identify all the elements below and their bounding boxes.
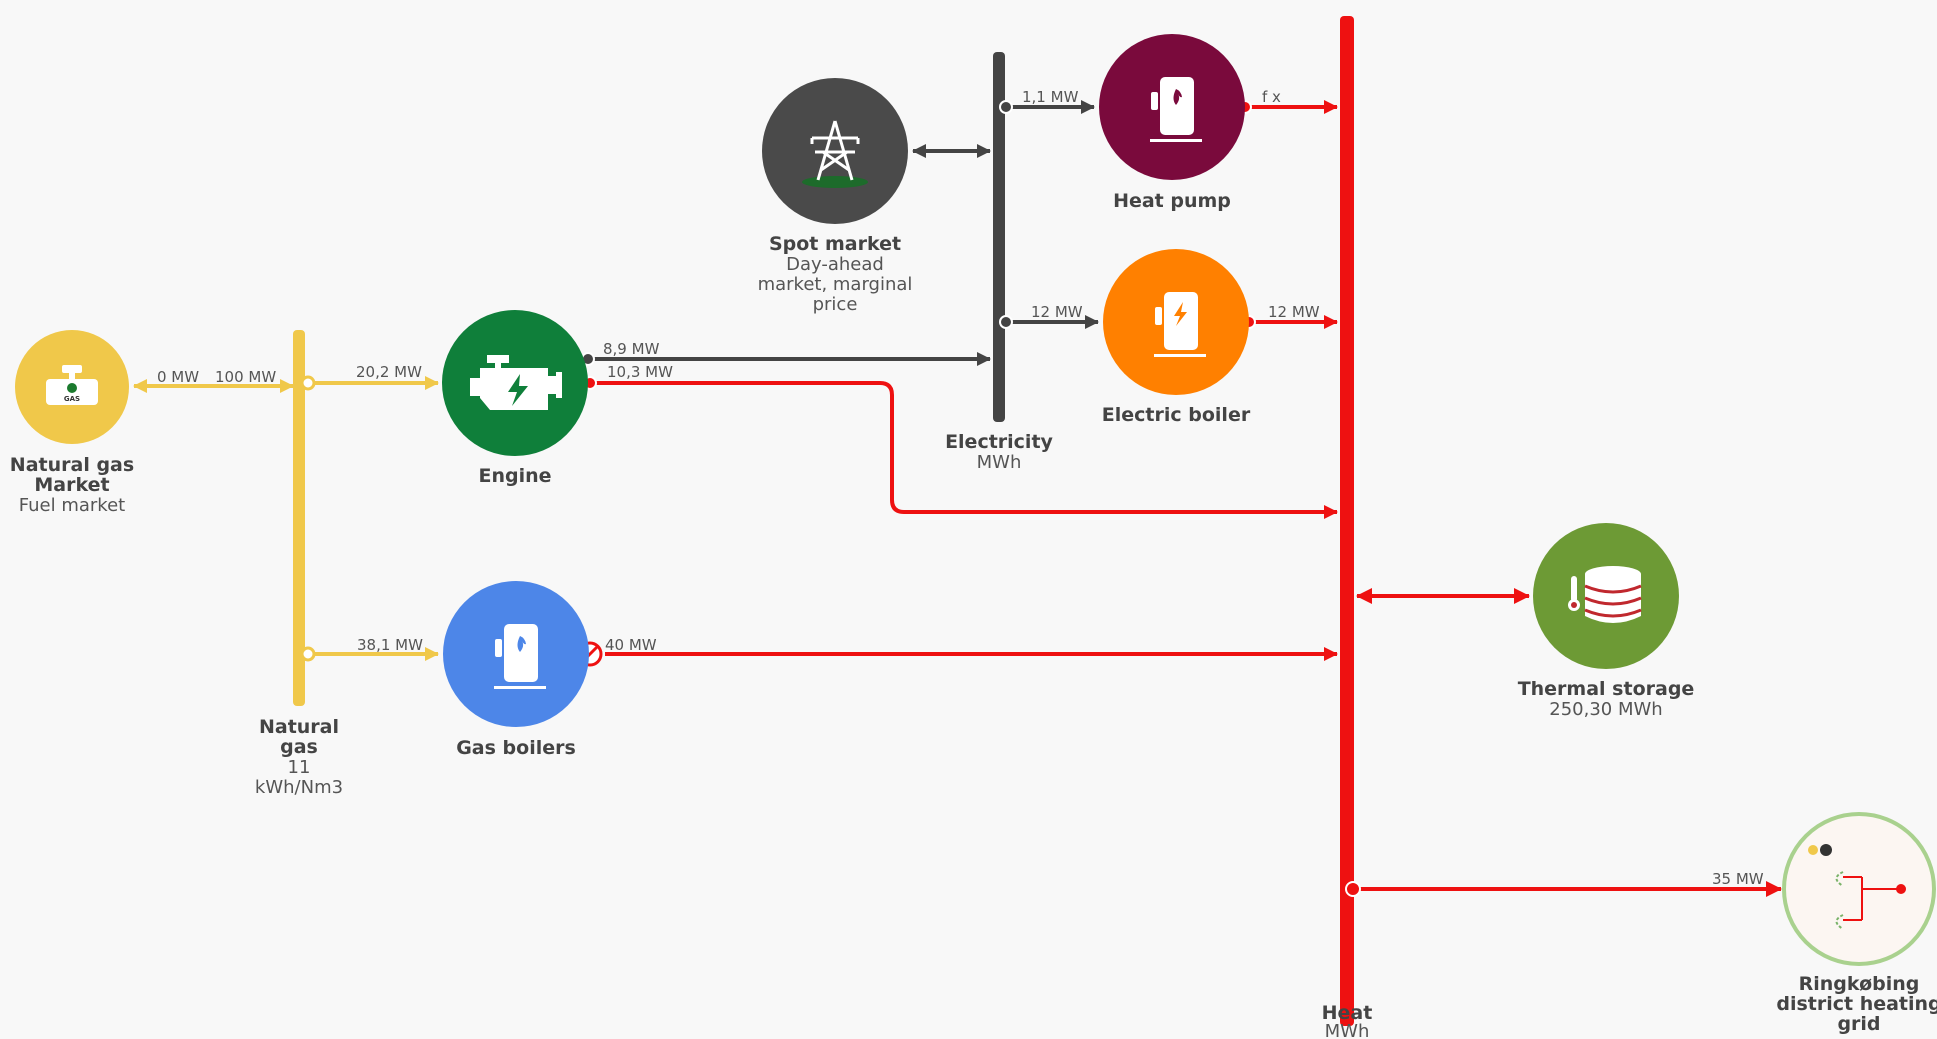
flow-label-heatpump-heat: f x <box>1262 88 1281 106</box>
grid-title-line1: Ringkøbing <box>1799 973 1920 995</box>
flow-label-heat-grid: 35 MW <box>1712 870 1764 888</box>
electric-boiler-icon <box>1154 292 1206 357</box>
gas-bus-connector <box>300 646 316 662</box>
engine-icon <box>470 355 562 410</box>
flow-label-elec-eboiler: 12 MW <box>1031 303 1083 321</box>
flow-label-engine-elec: 8,9 MW <box>603 340 660 358</box>
district-heating-grid-node[interactable] <box>1782 812 1936 966</box>
flow-label-boiler-heat: 40 MW <box>605 636 657 654</box>
heat-pump-node[interactable] <box>1099 34 1245 180</box>
gas-bus-connector <box>300 375 316 391</box>
gas-market-subtitle: Fuel market <box>19 495 125 516</box>
heat-pump-title: Heat pump <box>1113 190 1231 212</box>
natural-gas-bus-title-line2: gas <box>280 736 318 758</box>
natural-gas-bus-title-line1: Natural <box>259 716 339 738</box>
gas-boilers-title: Gas boilers <box>456 737 576 759</box>
gas-market-title-line1: Natural gas <box>10 454 134 476</box>
heat-pump-icon <box>1150 77 1202 142</box>
spot-market-title: Spot market <box>769 233 901 255</box>
spot-market-subtitle-line2: market, marginal <box>758 274 913 295</box>
spot-market-subtitle-line3: price <box>813 294 858 315</box>
heat-bus-subtitle: MWh <box>1325 1021 1370 1039</box>
heat-bus-connector <box>1345 881 1361 897</box>
grid-title-line2: district heating <box>1776 993 1937 1015</box>
natural-gas-bus-sub-line1: 11 <box>288 757 311 778</box>
spot-market-subtitle-line1: Day-ahead <box>786 254 884 275</box>
electric-boiler-node[interactable] <box>1103 249 1249 395</box>
flow-label-market-in: 100 MW <box>215 368 276 386</box>
heat-bus[interactable] <box>1340 16 1354 1026</box>
thermal-storage-node[interactable] <box>1533 523 1679 669</box>
thermal-storage-title: Thermal storage <box>1518 678 1695 700</box>
engine-node[interactable] <box>442 310 588 456</box>
flow-label-engine-heat: 10,3 MW <box>607 363 673 381</box>
district-heating-icon <box>1808 844 1906 930</box>
electric-boiler-title: Electric boiler <box>1102 404 1251 426</box>
electricity-bus-subtitle: MWh <box>977 452 1022 473</box>
gas-boilers-node[interactable] <box>443 581 589 727</box>
gas-valve-icon: GAS <box>46 365 98 405</box>
flow-label-gas-boilers: 38,1 MW <box>357 636 423 654</box>
flow-label-eboiler-heat: 12 MW <box>1268 303 1320 321</box>
engine-heat-flow-line[interactable] <box>590 381 1338 519</box>
electricity-bus-title: Electricity <box>945 431 1053 453</box>
boiler-flame-icon <box>494 624 546 689</box>
natural-gas-bus[interactable] <box>293 330 305 706</box>
flow-label-gas-engine: 20,2 MW <box>356 363 422 381</box>
natural-gas-bus-sub-line2: kWh/Nm3 <box>255 777 343 798</box>
electricity-bus[interactable] <box>993 52 1005 422</box>
engine-title: Engine <box>478 465 551 487</box>
gas-market-node[interactable]: GAS <box>15 330 129 444</box>
spot-market-node[interactable] <box>762 78 908 224</box>
gas-market-title-line2: Market <box>34 474 109 496</box>
thermal-storage-subtitle: 250,30 MWh <box>1549 699 1662 720</box>
storage-tank-icon <box>1568 566 1642 623</box>
heat-bus-title: Heat <box>1322 1002 1373 1024</box>
elec-bus-connector <box>999 315 1013 329</box>
elec-bus-connector <box>999 100 1013 114</box>
flow-label-elec-heatpump: 1,1 MW <box>1022 88 1079 106</box>
gas-badge: GAS <box>64 395 80 403</box>
grid-title-line3: grid <box>1837 1013 1880 1035</box>
power-tower-icon <box>802 120 868 188</box>
flow-label-market-out: 0 MW <box>157 368 199 386</box>
